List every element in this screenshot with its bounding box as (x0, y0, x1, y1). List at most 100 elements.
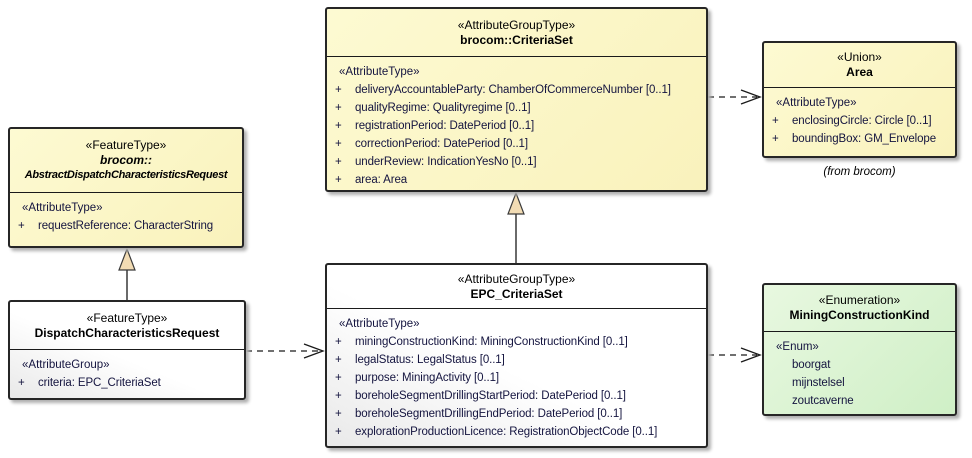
attribute-text: underReview: IndicationYesNo [0..1] (355, 156, 537, 168)
visibility: + (335, 426, 342, 438)
attribute-row: + registrationPeriod: DatePeriod [0..1] (327, 117, 706, 135)
attribute-row: + boreholeSegmentDrillingStartPeriod: Dat… (327, 387, 706, 405)
visibility: + (335, 336, 342, 348)
visibility (772, 392, 792, 410)
attribute-text: deliveryAccountableParty: ChamberOfComme… (355, 84, 671, 96)
dependency-arrowhead (740, 347, 762, 363)
attribute-row: +explorationProductionLicence: Registrat… (327, 423, 706, 441)
attribute-text: miningConstructionKind: MiningConstructi… (355, 336, 628, 348)
attribute-row: + legalStatus: LegalStatus [0..1] (327, 351, 706, 369)
visibility: + (335, 120, 342, 132)
stereotype-label: «Union» (837, 50, 882, 64)
attribute-text: purpose: MiningActivity [0..1] (355, 372, 500, 384)
section-label: «AttributeType» (22, 202, 103, 214)
attribute-row: + deliveryAccountableParty: ChamberOfComm… (327, 81, 706, 99)
visibility: + (18, 377, 25, 389)
visibility: + (335, 138, 342, 150)
visibility: + (335, 102, 342, 114)
attribute-row: + boreholeSegmentDrillingEndPeriod: DateP… (327, 405, 706, 423)
section-label: «AttributeType» (339, 318, 420, 330)
class-abstract-dispatch-characteristics-request-box[interactable]: «FeatureType» brocom:: AbstractDispatchC… (8, 127, 244, 248)
attribute-compartment: «AttributeGroup» +criteria: EPC_Criteria… (10, 350, 244, 398)
stereotype-label: «AttributeGroupType» (457, 17, 576, 32)
attribute-text: boundingBox: GM_Envelope (792, 133, 937, 145)
attribute-row: + area: Area (327, 171, 706, 189)
dependency-arrowhead (303, 343, 325, 359)
visibility: + (335, 372, 342, 384)
stereotype-label: «AttributeGroupType» (457, 271, 576, 286)
generalization-arrowhead (507, 191, 525, 215)
class-header: «FeatureType» brocom:: AbstractDispatchC… (10, 129, 242, 193)
class-name: Area (846, 65, 873, 79)
dependency-dispatch-to-epc (246, 343, 325, 359)
dependency-arrowhead (740, 89, 762, 105)
visibility: + (335, 84, 342, 96)
class-header: «Enumeration» MiningConstructionKind (764, 285, 955, 332)
visibility: + (335, 390, 342, 402)
enum-literal: zoutcaverne (792, 395, 854, 407)
attribute-row: + boundingBox: GM_Envelope (764, 130, 955, 148)
class-name-line1: brocom:: (100, 153, 152, 167)
class-dispatch-characteristics-request-box[interactable]: «FeatureType» DispatchCharacteristicsReq… (8, 300, 246, 400)
class-header: «FeatureType» DispatchCharacteristicsReq… (10, 302, 244, 350)
enum-literal-row: boorgat (764, 356, 955, 374)
class-name: MiningConstructionKind (789, 308, 930, 322)
visibility (772, 356, 792, 374)
attribute-compartment: «AttributeType» +requestReference: Chara… (10, 193, 242, 246)
visibility: + (335, 156, 342, 168)
attribute-text: criteria: EPC_CriteriaSet (38, 377, 161, 389)
attribute-text: boreholeSegmentDrillingEndPeriod: DatePe… (355, 408, 623, 420)
attribute-row: + criteria: EPC_CriteriaSet (10, 374, 244, 392)
from-brocom-note: (from brocom) (823, 166, 896, 178)
stereotype-label: «Enumeration» (818, 293, 901, 307)
class-header: «Union» Area (764, 43, 955, 88)
class-name: brocom::CriteriaSet (460, 32, 573, 47)
attribute-text: requestReference: CharacterString (38, 220, 214, 232)
visibility: + (335, 354, 342, 366)
attribute-row: + purpose: MiningActivity [0..1] (327, 369, 706, 387)
attribute-text: registrationPeriod: DatePeriod [0..1] (355, 120, 535, 132)
section-label: «AttributeType» (339, 66, 420, 78)
attribute-compartment: «AttributeType» + miningConstructionKind:… (327, 309, 706, 446)
class-epc-criteriaset-box[interactable]: «AttributeGroupType» EPC_CriteriaSet «At… (325, 263, 708, 448)
visibility: + (335, 408, 342, 420)
visibility: + (772, 133, 779, 145)
attribute-text: area: Area (355, 174, 408, 186)
class-area-box[interactable]: «Union» Area «AttributeType» +enclosingC… (762, 41, 957, 158)
generalization-epc-to-criteriaset (507, 191, 525, 263)
attribute-row: + underReview: IndicationYesNo [0..1] (327, 153, 706, 171)
visibility (772, 374, 792, 392)
visibility: + (335, 174, 342, 186)
class-header: «AttributeGroupType» EPC_CriteriaSet (327, 265, 706, 309)
enum-compartment: «Enum» boorgat mijnstelsel zoutcaverne (764, 332, 955, 414)
attribute-compartment: «AttributeType» +enclosingCircle: Circle… (764, 88, 955, 156)
attribute-text: correctionPeriod: DatePeriod [0..1] (355, 138, 528, 150)
dependency-epc-to-miningconstructionkind (708, 347, 762, 363)
enum-literal-row: mijnstelsel (764, 374, 955, 392)
attribute-row: + qualityRegime: Qualityregime [0..1] (327, 99, 706, 117)
class-name-line2: AbstractDispatchCharacteristicsRequest (24, 169, 228, 181)
attribute-text: legalStatus: LegalStatus [0..1] (355, 354, 505, 366)
attribute-text: enclosingCircle: Circle [0..1] (792, 115, 932, 127)
dependency-criteriaset-to-area (708, 89, 762, 105)
attribute-row: + enclosingCircle: Circle [0..1] (764, 112, 955, 130)
stereotype-label: «FeatureType» (86, 310, 168, 325)
class-name: DispatchCharacteristicsRequest (34, 325, 220, 340)
enum-literal: boorgat (792, 359, 831, 371)
class-mining-construction-kind-box[interactable]: «Enumeration» MiningConstructionKind «En… (762, 283, 957, 416)
enum-literal-row: zoutcaverne (764, 392, 955, 410)
class-header: «AttributeGroupType» brocom::CriteriaSet (327, 9, 706, 57)
visibility: + (772, 115, 779, 127)
attribute-compartment: «AttributeType» + deliveryAccountablePart… (327, 57, 706, 190)
generalization-arrowhead (118, 247, 136, 271)
attribute-row: +requestReference: CharacterString (10, 217, 242, 235)
class-brocom-criteriaset-box[interactable]: «AttributeGroupType» brocom::CriteriaSet… (325, 7, 708, 192)
section-label: «Enum» (776, 341, 819, 353)
attribute-text: qualityRegime: Qualityregime [0..1] (355, 102, 531, 114)
attribute-row: + miningConstructionKind: MiningConstruct… (327, 333, 706, 351)
stereotype-label: «FeatureType» (85, 138, 167, 152)
class-name: EPC_CriteriaSet (470, 286, 563, 301)
generalization-dispatch-to-abstract (118, 247, 136, 300)
attribute-text: boreholeSegmentDrillingStartPeriod: Date… (355, 390, 626, 402)
